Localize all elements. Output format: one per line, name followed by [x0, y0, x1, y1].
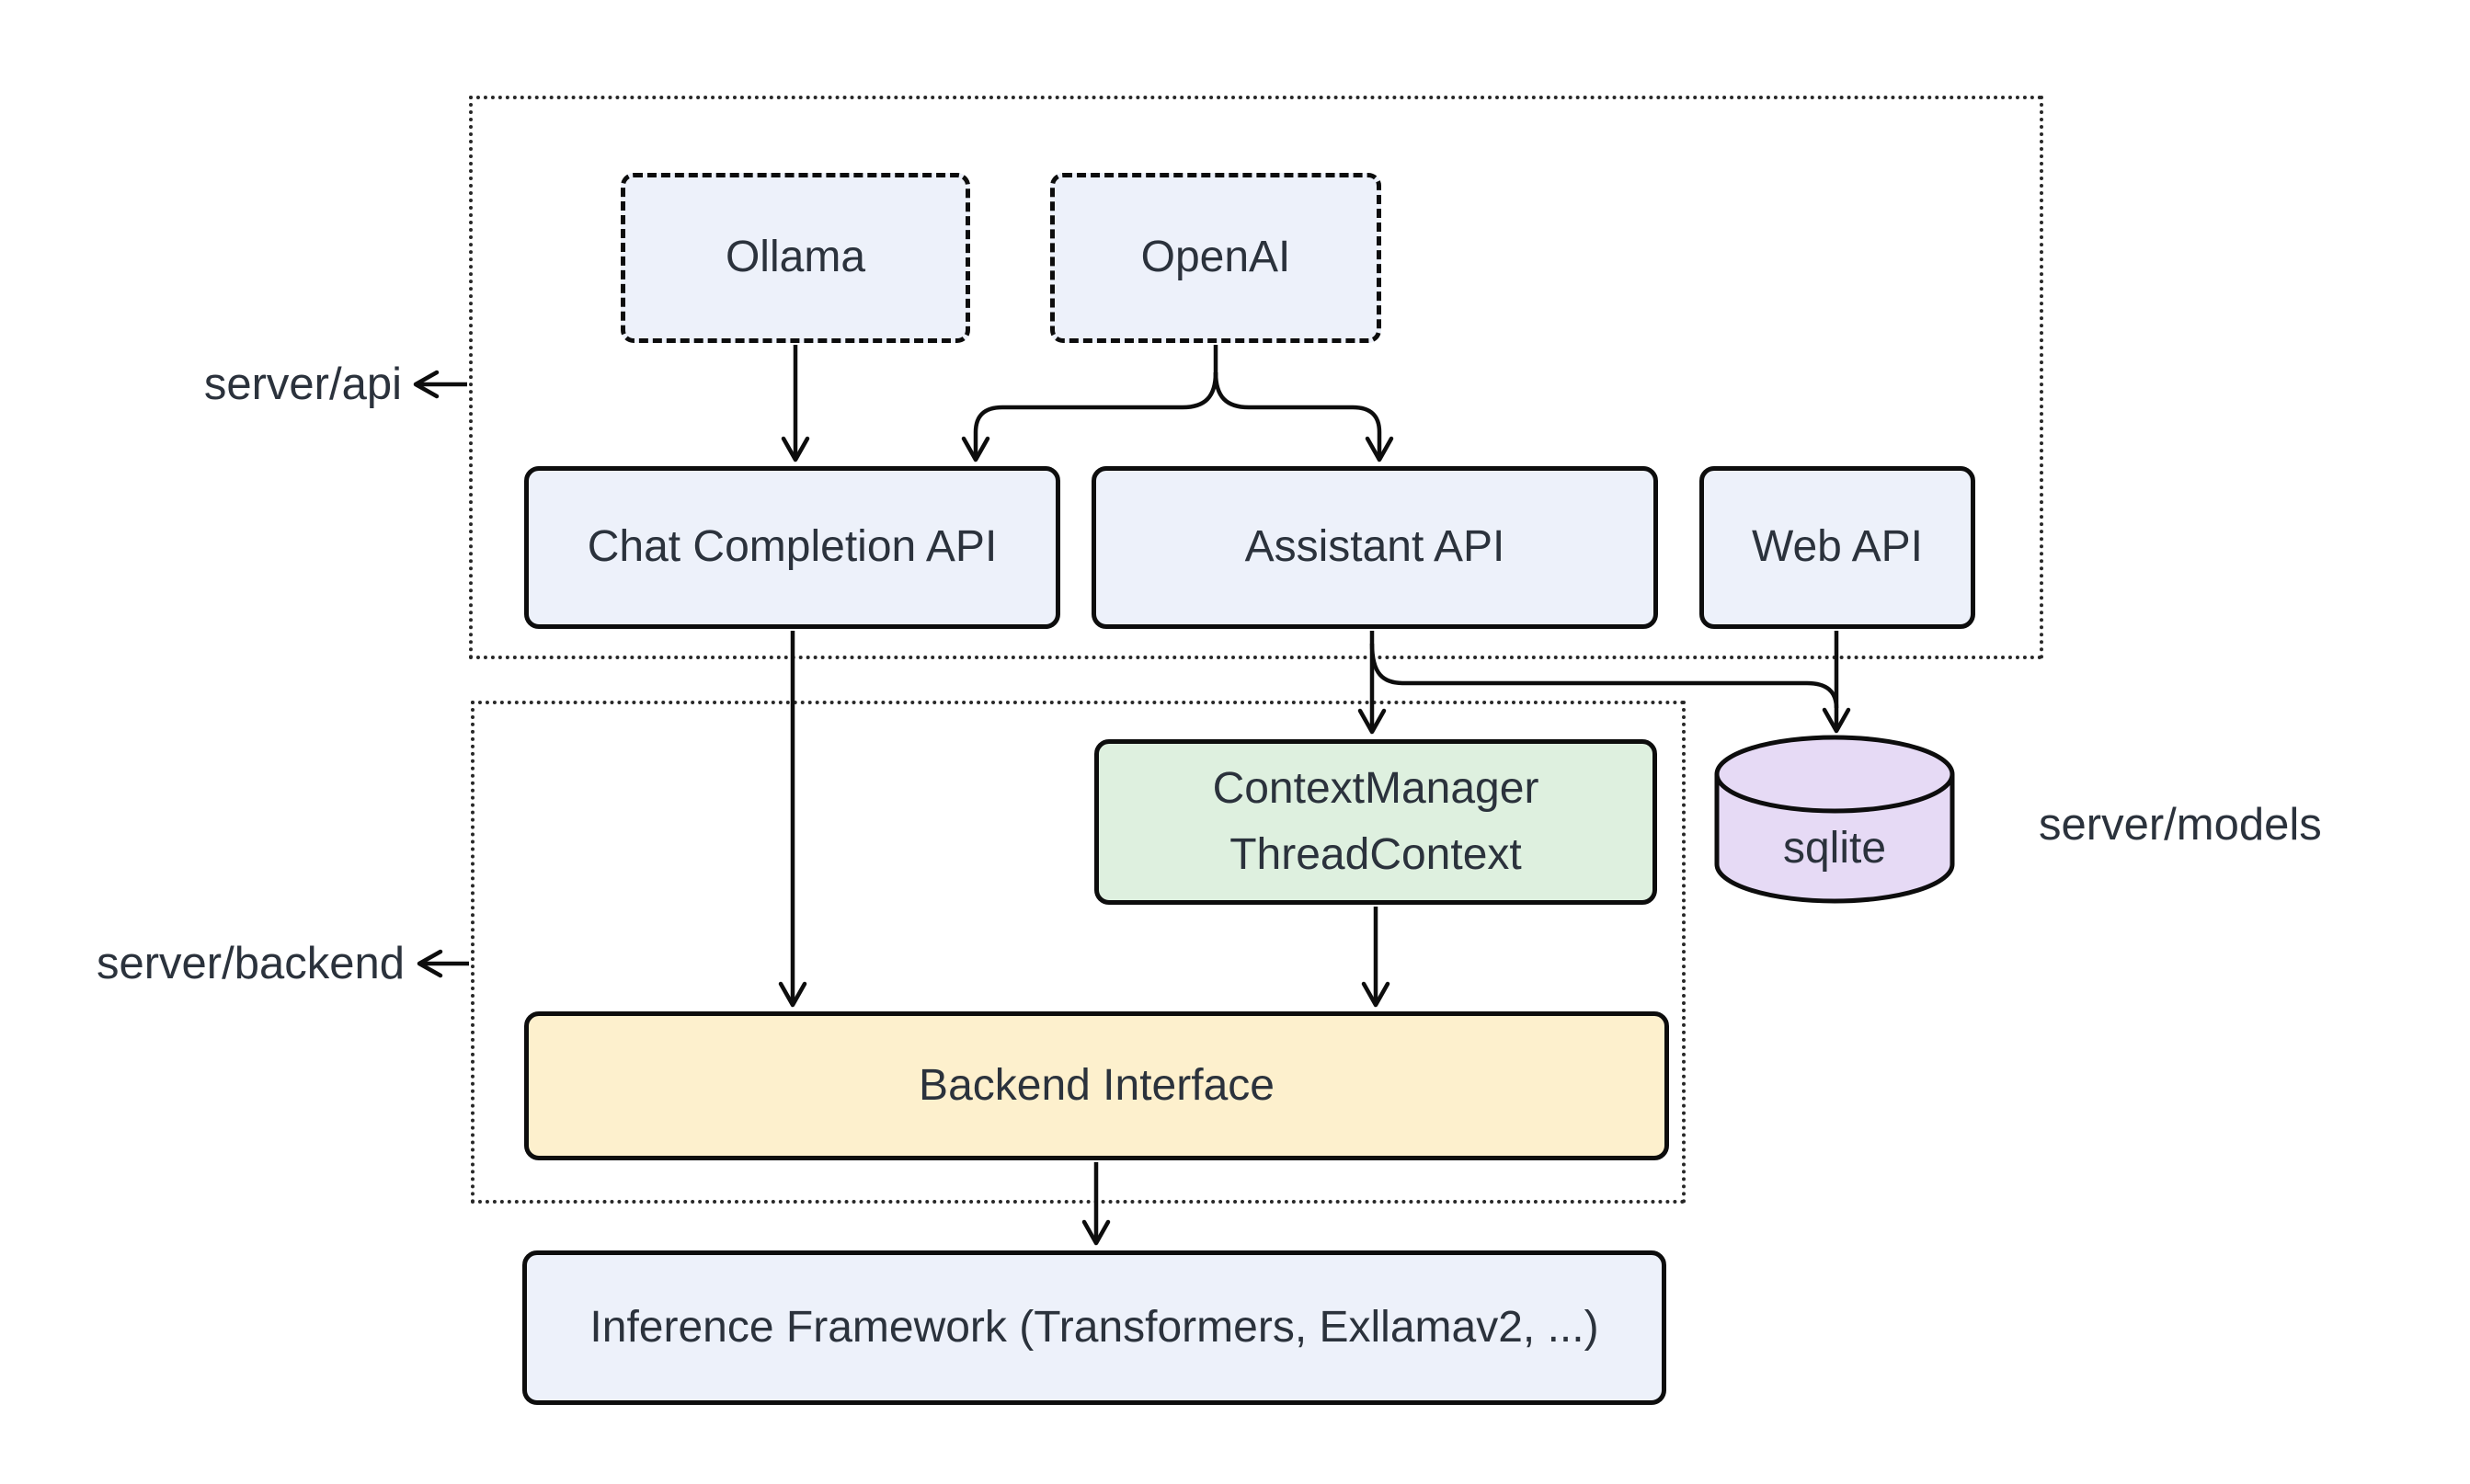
sqlite-label: sqlite [1783, 824, 1886, 873]
node-assistant-api: Assistant API [1092, 466, 1658, 629]
server-models-label: server/models [2039, 800, 2322, 850]
node-context-manager: ContextManager ThreadContext [1094, 739, 1657, 905]
node-context-manager-label-line1: ContextManager [1212, 764, 1539, 813]
node-web-api: Web API [1699, 466, 1975, 629]
server-backend-label: server/backend [96, 939, 405, 988]
node-chat-completion-api-label: Chat Completion API [587, 522, 998, 572]
node-ollama: Ollama [621, 173, 970, 343]
node-assistant-api-label: Assistant API [1244, 522, 1505, 572]
node-web-api-label: Web API [1752, 522, 1923, 572]
edge-openai-assistant [1213, 371, 1394, 462]
node-inference-framework-label: Inference Framework (Transformers, Exlla… [589, 1302, 1599, 1352]
server-api-container [469, 96, 2043, 659]
server-api-label: server/api [203, 360, 402, 409]
node-backend-interface-label: Backend Interface [919, 1060, 1275, 1110]
server-backend-container [471, 701, 1686, 1204]
edge-assistant-sqlite [1369, 643, 1839, 709]
node-chat-completion-api: Chat Completion API [524, 466, 1060, 629]
node-context-manager-label-line2: ThreadContext [1229, 830, 1522, 879]
node-openai-label: OpenAI [1140, 233, 1291, 282]
node-backend-interface: Backend Interface [524, 1011, 1669, 1160]
node-openai: OpenAI [1050, 173, 1381, 343]
sqlite-database-icon: sqlite [1714, 735, 1955, 904]
node-inference-framework: Inference Framework (Transformers, Exlla… [522, 1250, 1666, 1405]
node-ollama-label: Ollama [725, 233, 866, 282]
edge-openai-chat [961, 371, 1218, 462]
